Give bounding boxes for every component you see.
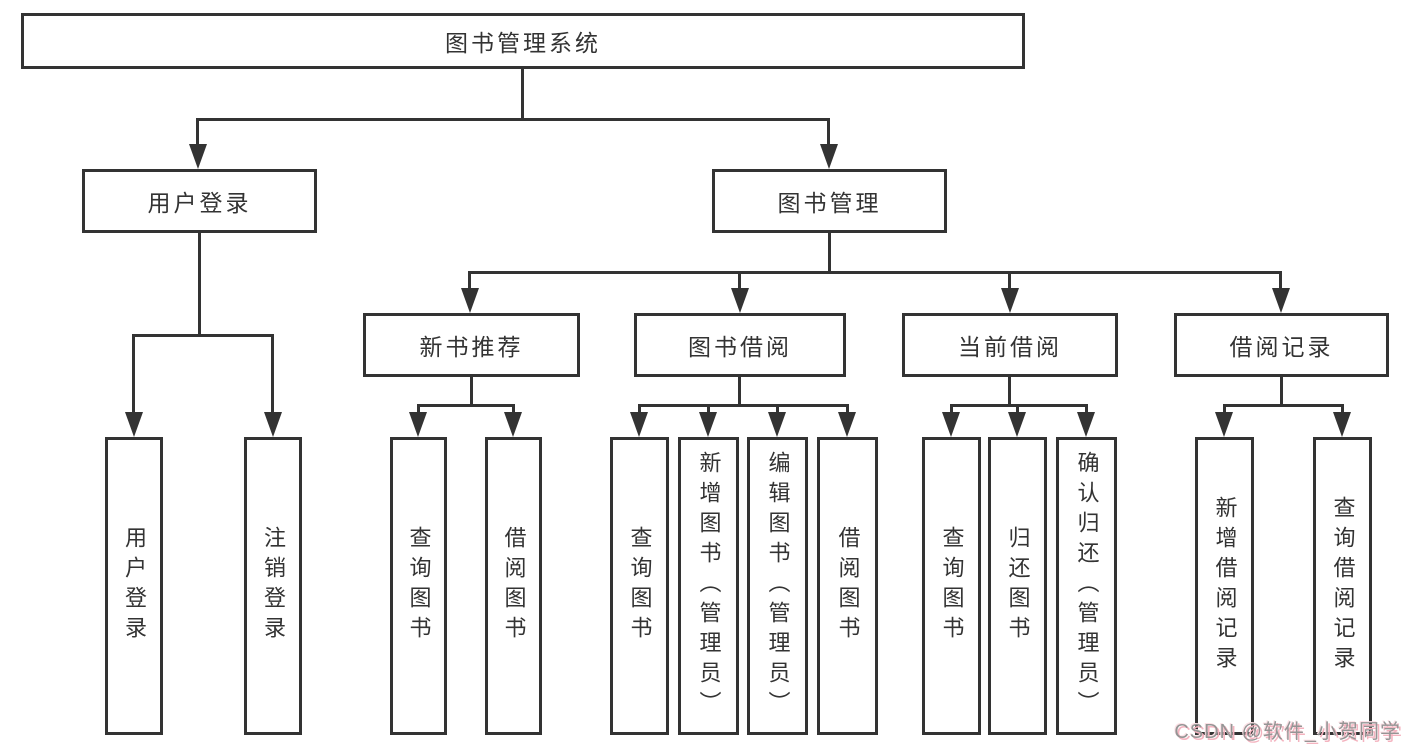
connector-line — [196, 118, 199, 148]
connector-line — [1223, 404, 1344, 407]
connector-line — [738, 271, 741, 291]
node-label: 归还图书 — [1005, 526, 1031, 646]
node-label: 图书管理 — [777, 190, 882, 216]
connector-line — [1341, 404, 1344, 414]
node-label: 查询图书 — [406, 526, 432, 646]
node-label: 用户登录 — [147, 190, 252, 216]
connector-line — [468, 271, 1282, 274]
connector-line — [1008, 377, 1011, 407]
connector-line — [512, 404, 515, 414]
node-label: 图书借阅 — [688, 334, 792, 360]
connector-line — [196, 118, 830, 121]
connector-line — [417, 404, 420, 414]
node-leaf-query-books: 查询图书 — [390, 437, 447, 735]
arrow-down-icon — [1333, 412, 1351, 437]
arrow-down-icon — [942, 412, 960, 437]
node-label: 用户登录 — [122, 526, 147, 646]
connector-line — [707, 404, 710, 414]
connector-line — [776, 404, 779, 414]
connector-line — [470, 377, 473, 407]
arrow-down-icon — [264, 412, 282, 437]
node-book-borrow: 图书借阅 — [634, 313, 846, 377]
connector-line — [950, 404, 953, 414]
connector-line — [638, 404, 849, 407]
node-leaf-query-borrow-record: 查询借阅记录 — [1313, 437, 1372, 735]
node-leaf-add-borrow-record: 新增借阅记录 — [1195, 437, 1254, 735]
node-borrow-records: 借阅记录 — [1174, 313, 1389, 377]
connector-line — [1223, 404, 1226, 414]
node-label: 借阅图书 — [501, 526, 527, 646]
connector-line — [950, 404, 1088, 407]
node-user-login: 用户登录 — [82, 169, 317, 233]
connector-line — [132, 334, 135, 414]
node-leaf-query-books: 查询图书 — [610, 437, 669, 735]
node-label: 新增图书（管理员） — [696, 451, 722, 721]
connector-line — [738, 377, 741, 407]
arrow-down-icon — [461, 288, 479, 313]
connector-line — [1008, 271, 1011, 291]
node-label: 借阅图书 — [835, 526, 861, 646]
arrow-down-icon — [1272, 288, 1290, 313]
node-label: 确认归还（管理员） — [1074, 451, 1100, 721]
node-label: 查询借阅记录 — [1330, 496, 1356, 676]
connector-line — [521, 69, 524, 121]
node-label: 查询图书 — [939, 526, 965, 646]
connector-line — [417, 404, 515, 407]
arrow-down-icon — [699, 412, 717, 437]
node-current-borrow: 当前借阅 — [902, 313, 1118, 377]
arrow-down-icon — [820, 144, 838, 169]
arrow-down-icon — [630, 412, 648, 437]
connector-line — [638, 404, 641, 414]
connector-line — [271, 334, 274, 414]
connector-line — [846, 404, 849, 414]
node-leaf-user-login: 用户登录 — [105, 437, 163, 735]
node-leaf-borrow-books: 借阅图书 — [485, 437, 542, 735]
node-label: 新增借阅记录 — [1212, 496, 1238, 676]
node-label: 编辑图书（管理员） — [765, 451, 791, 721]
node-label: 新书推荐 — [419, 334, 524, 360]
node-label: 查询图书 — [627, 526, 653, 646]
connector-line — [1016, 404, 1019, 414]
connector-line — [828, 233, 831, 274]
arrow-down-icon — [1215, 412, 1233, 437]
node-leaf-confirm-return-admin: 确认归还（管理员） — [1056, 437, 1117, 735]
node-leaf-edit-books-admin: 编辑图书（管理员） — [747, 437, 808, 735]
connector-line — [468, 271, 471, 291]
node-library-system: 图书管理系统 — [21, 13, 1025, 69]
watermark: CSDN @软件_小贺同学 — [1174, 721, 1401, 743]
connector-line — [1280, 377, 1283, 407]
arrow-down-icon — [731, 288, 749, 313]
node-leaf-borrow-books: 借阅图书 — [817, 437, 878, 735]
node-leaf-query-books: 查询图书 — [922, 437, 981, 735]
arrow-down-icon — [838, 412, 856, 437]
node-label: 图书管理系统 — [445, 30, 601, 56]
arrow-down-icon — [1008, 412, 1026, 437]
node-leaf-logout: 注销登录 — [244, 437, 302, 735]
arrow-down-icon — [1001, 288, 1019, 313]
arrow-down-icon — [504, 412, 522, 437]
arrow-down-icon — [768, 412, 786, 437]
node-leaf-return-books: 归还图书 — [988, 437, 1047, 735]
node-leaf-add-books-admin: 新增图书（管理员） — [678, 437, 739, 735]
node-book-management: 图书管理 — [712, 169, 947, 233]
node-new-book-recommend: 新书推荐 — [363, 313, 580, 377]
node-label: 注销登录 — [261, 526, 286, 646]
arrow-down-icon — [409, 412, 427, 437]
connector-line — [132, 334, 274, 337]
connector-line — [1085, 404, 1088, 414]
connector-line — [1279, 271, 1282, 291]
connector-line — [827, 118, 830, 148]
node-label: 借阅记录 — [1229, 334, 1334, 360]
node-label: 当前借阅 — [958, 334, 1062, 360]
arrow-down-icon — [125, 412, 143, 437]
arrow-down-icon — [1077, 412, 1095, 437]
connector-line — [198, 233, 201, 337]
arrow-down-icon — [189, 144, 207, 169]
